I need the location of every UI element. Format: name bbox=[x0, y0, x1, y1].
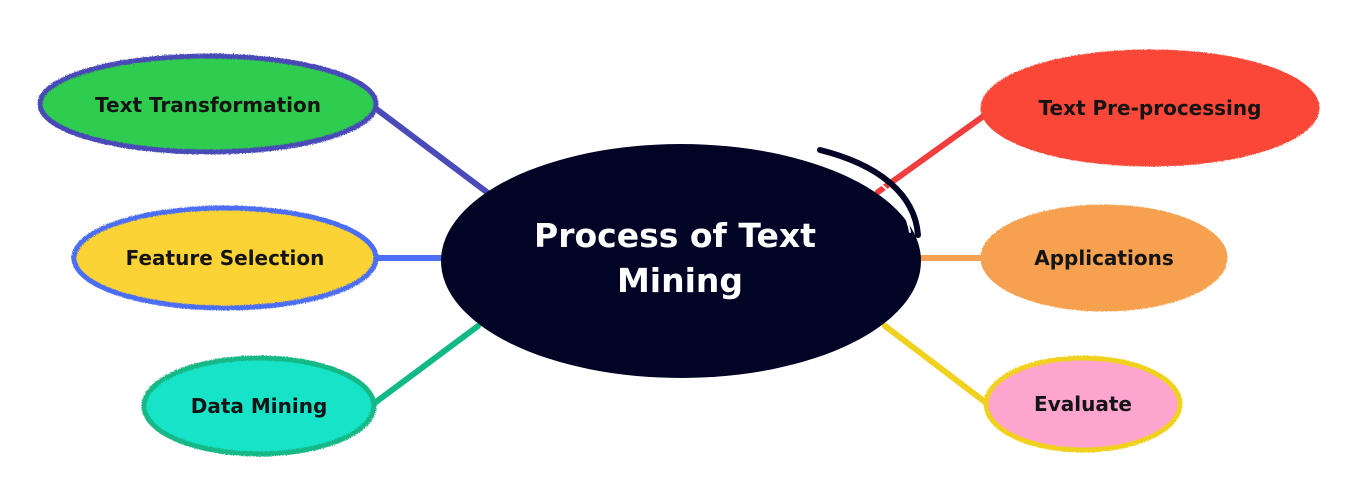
node-evaluate-shape bbox=[983, 355, 1183, 453]
node-feature-selection[interactable]: Feature Selection bbox=[71, 205, 379, 311]
central-node-title-line1: Process of Text bbox=[534, 216, 816, 255]
node-text-pre-processing-shape bbox=[980, 49, 1320, 167]
node-text-pre-processing-label: Text Pre-processing bbox=[1039, 96, 1262, 120]
node-applications-label: Applications bbox=[1034, 246, 1173, 270]
node-applications-shape bbox=[980, 204, 1228, 312]
central-node[interactable]: Process of Text Mining bbox=[441, 144, 921, 378]
node-applications[interactable]: Applications bbox=[980, 204, 1228, 312]
connector-text-transformation bbox=[372, 105, 491, 196]
connector-text-pre-processing bbox=[875, 107, 995, 195]
central-node-swoosh-inner bbox=[837, 159, 911, 233]
node-text-pre-processing[interactable]: Text Pre-processing bbox=[980, 49, 1320, 167]
connectors bbox=[369, 105, 995, 408]
central-node-title-line2: Mining bbox=[617, 261, 743, 300]
node-evaluate[interactable]: Evaluate bbox=[983, 355, 1183, 453]
node-evaluate-label: Evaluate bbox=[1034, 392, 1132, 416]
central-node-shape bbox=[441, 144, 921, 378]
node-data-mining[interactable]: Data Mining bbox=[141, 355, 377, 457]
node-data-mining-label: Data Mining bbox=[191, 394, 328, 418]
node-data-mining-shape bbox=[141, 355, 377, 457]
node-text-transformation-shape bbox=[37, 53, 379, 155]
connector-data-mining bbox=[369, 323, 481, 408]
central-node-swoosh bbox=[817, 147, 921, 238]
node-text-transformation[interactable]: Text Transformation bbox=[37, 53, 379, 155]
node-feature-selection-label: Feature Selection bbox=[126, 246, 325, 270]
node-feature-selection-shape bbox=[71, 205, 379, 311]
connector-evaluate bbox=[882, 323, 988, 405]
node-text-transformation-label: Text Transformation bbox=[95, 93, 321, 117]
